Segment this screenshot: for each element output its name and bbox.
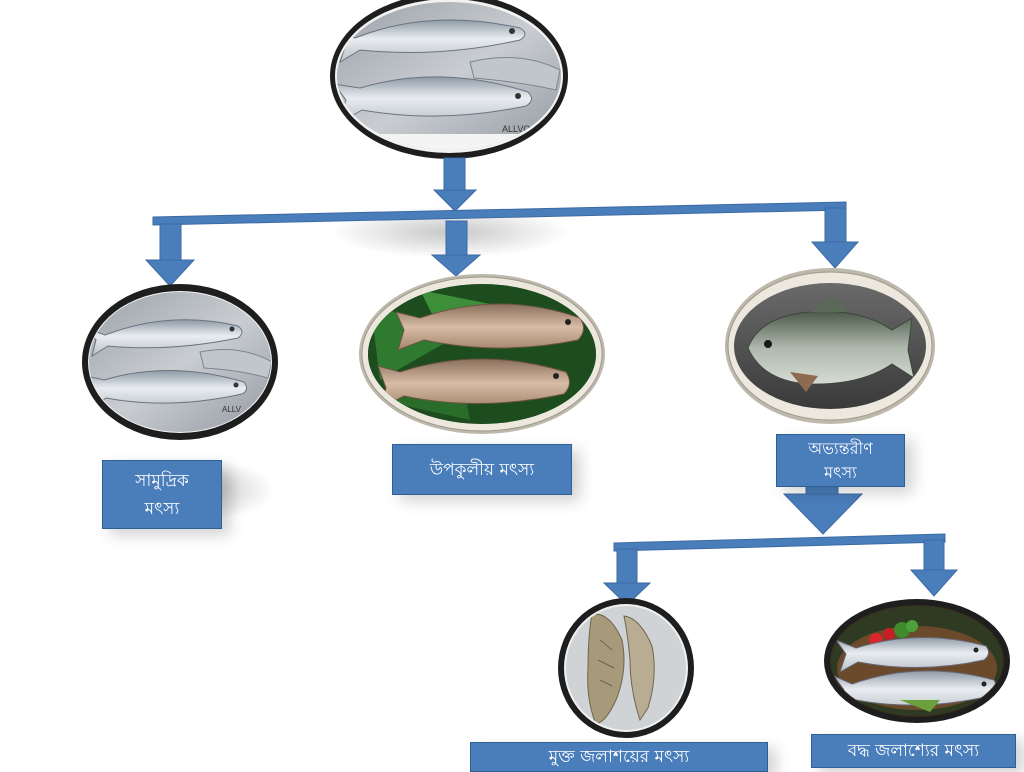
closed-water-label-text: বদ্ধ জলাশ্যের মৎস্য — [847, 741, 980, 761]
inland-down-arrow — [782, 485, 864, 535]
marine-label-line2: মৎস্য — [144, 498, 180, 519]
lower-horizontal-connector — [613, 533, 946, 552]
inland-arrow — [810, 207, 860, 269]
closed-water-fish-label: বদ্ধ জলাশ্যের মৎস্য — [811, 734, 1016, 768]
open-water-fish-label: মুক্ত জলাশয়ের মৎস্য — [470, 742, 768, 772]
inland-fish-image — [725, 268, 935, 424]
coastal-label-text: উপকুলীয় মৎস্য — [429, 459, 535, 480]
coastal-arrow — [430, 220, 482, 277]
open-water-label-text: মুক্ত জলাশয়ের মৎস্য — [548, 747, 690, 767]
inland-label-line2: মৎস্য — [824, 462, 857, 482]
inland-fish-label: অভ্যন্তরীণ মৎস্য — [776, 434, 905, 487]
root-down-arrow — [432, 157, 478, 212]
closed-water-fish-image — [824, 599, 1010, 723]
root-fish-image: ALLVO — [330, 0, 568, 159]
marine-fish-image: ALLV — [82, 284, 278, 440]
open-water-fish-image — [558, 598, 694, 738]
closed-water-arrow — [909, 539, 959, 597]
coastal-fish-image — [359, 274, 605, 434]
marine-label-line1: সামুদ্রিক — [135, 470, 189, 491]
marine-fish-label: সামুদ্রিক মৎস্য — [102, 460, 222, 529]
marine-watermark: ALLV — [222, 405, 242, 414]
coastal-fish-label: উপকুলীয় মৎস্য — [392, 444, 572, 495]
marine-arrow — [144, 223, 196, 287]
inland-label-line1: অভ্যন্তরীণ — [808, 438, 873, 458]
open-water-arrow — [602, 548, 652, 606]
root-watermark: ALLVO — [502, 124, 530, 134]
